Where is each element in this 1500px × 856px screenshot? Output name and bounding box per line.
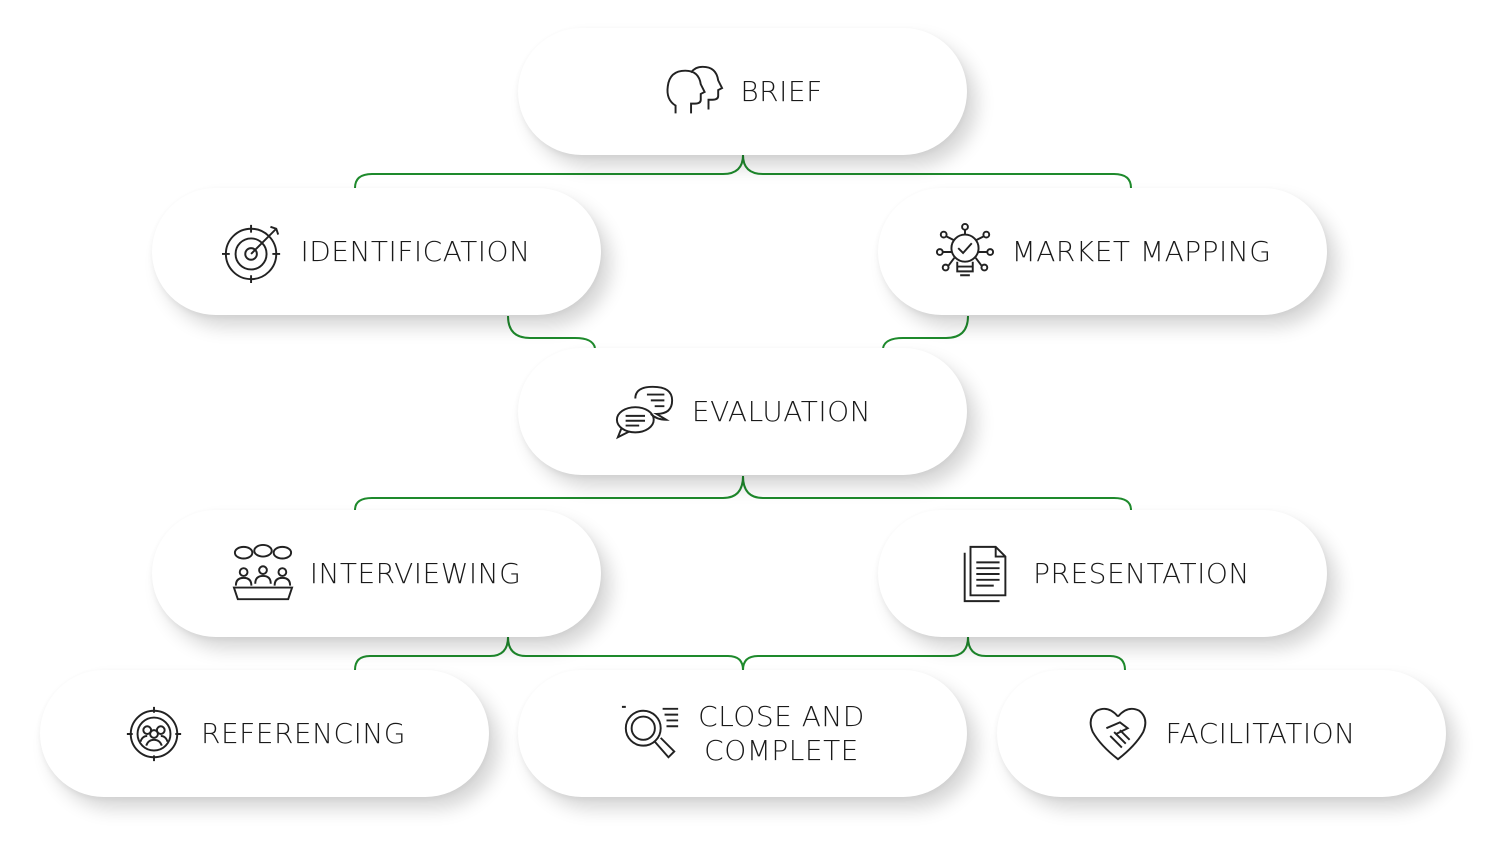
connector-interviewing-close — [507, 636, 744, 671]
step-label: MARKET MAPPING — [1011, 234, 1272, 268]
step-label: IDENTIFICATION — [300, 234, 531, 268]
step-referencing: REFERENCING — [40, 670, 489, 797]
step-label: CLOSE AND COMPLETE — [698, 699, 865, 767]
document-icon — [963, 545, 1007, 602]
step-label: EVALUATION — [691, 394, 872, 428]
people-target-icon — [126, 706, 182, 761]
connector-identification-evaluation — [507, 315, 596, 349]
step-identification: IDENTIFICATION — [152, 188, 601, 315]
connector-evaluation-interviewing — [354, 475, 744, 511]
step-label: PRESENTATION — [1033, 556, 1250, 590]
connector-evaluation-presentation — [742, 475, 1132, 511]
connector-brief-identification — [354, 154, 744, 189]
step-brief: BRIEF — [518, 28, 967, 155]
connector-market-mapping-evaluation — [882, 315, 969, 349]
step-evaluation: EVALUATION — [518, 348, 967, 475]
target-icon — [222, 224, 281, 283]
meeting-icon — [232, 543, 294, 600]
step-label: INTERVIEWING — [309, 556, 522, 590]
step-facilitation: FACILITATION — [997, 670, 1446, 797]
step-label: REFERENCING — [201, 716, 406, 750]
chat-bubbles-icon — [615, 385, 673, 439]
step-presentation: PRESENTATION — [878, 510, 1327, 637]
connector-presentation-close — [742, 636, 969, 671]
handshake-icon — [1090, 707, 1147, 760]
step-label: FACILITATION — [1165, 716, 1356, 750]
step-interviewing: INTERVIEWING — [152, 510, 601, 637]
magnifier-icon — [622, 705, 679, 759]
heads-icon — [666, 65, 724, 113]
connector-brief-market-mapping — [742, 154, 1132, 189]
step-market-mapping: MARKET MAPPING — [878, 188, 1327, 315]
step-label: BRIEF — [740, 74, 823, 108]
lightbulb-network-icon — [935, 222, 994, 276]
connector-interviewing-referencing — [354, 636, 509, 671]
step-close-and-complete: CLOSE AND COMPLETE — [518, 670, 967, 797]
connector-presentation-facilitation — [967, 636, 1126, 671]
